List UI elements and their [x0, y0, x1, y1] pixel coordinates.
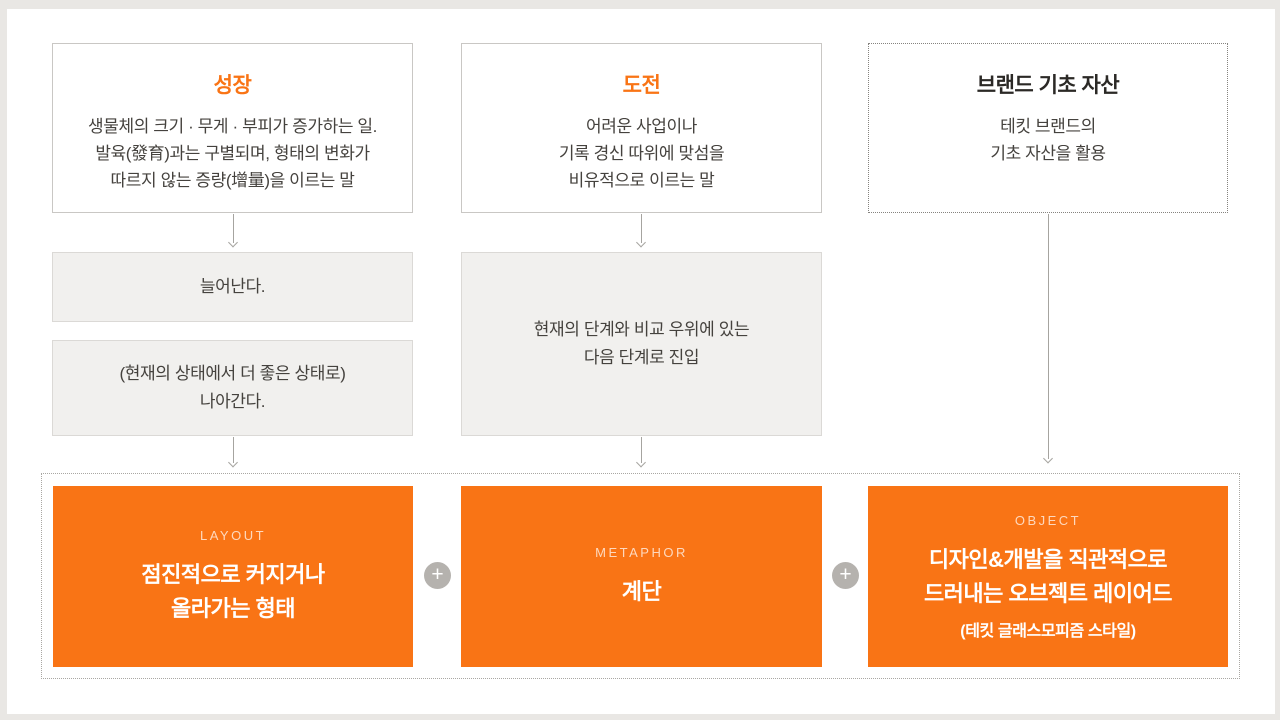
definition-body-challenge: 어려운 사업이나 기록 경신 따위에 맞섬을 비유적으로 이르는 말	[558, 117, 725, 190]
result-box-object: OBJECT 디자인&개발을 직관적으로 드러내는 오브젝트 레이어드 (테킷 …	[868, 486, 1228, 667]
plus-connector-icon: +	[832, 562, 859, 589]
result-note-object: (테킷 글래스모피즘 스타일)	[960, 622, 1136, 640]
page-background: 성장 생물체의 크기 · 무게 · 부피가 증가하는 일. 발육(發育)과는 구…	[7, 9, 1275, 714]
result-box-layout: LAYOUT 점진적으로 커지거나 올라가는 형태	[53, 486, 413, 667]
plus-connector-icon: +	[424, 562, 451, 589]
definition-box-brand-assets: 브랜드 기초 자산 테킷 브랜드의 기초 자산을 활용	[868, 43, 1228, 213]
flow-arrow-down-icon	[1042, 214, 1054, 464]
result-text-layout: 점진적으로 커지거나 올라가는 형태	[141, 561, 325, 621]
result-text-metaphor: 계단	[621, 578, 662, 604]
definition-title-growth: 성장	[213, 74, 252, 97]
result-box-metaphor: METAPHOR 계단	[461, 486, 822, 667]
derived-box-increase: 늘어난다.	[52, 252, 413, 322]
derived-box-next-stage: 현재의 단계와 비교 우위에 있는 다음 단계로 진입	[461, 252, 822, 436]
derived-box-advance: (현재의 상태에서 더 좋은 상태로) 나아간다.	[52, 340, 413, 436]
flow-arrow-down-icon	[227, 214, 239, 248]
result-text-object: 디자인&개발을 직관적으로 드러내는 오브젝트 레이어드	[923, 546, 1173, 606]
definition-box-growth: 성장 생물체의 크기 · 무게 · 부피가 증가하는 일. 발육(發育)과는 구…	[52, 43, 413, 213]
result-group-container	[41, 473, 1240, 679]
result-label-metaphor: METAPHOR	[595, 544, 688, 560]
definition-body-growth: 생물체의 크기 · 무게 · 부피가 증가하는 일. 발육(發育)과는 구별되며…	[88, 117, 377, 190]
flow-arrow-down-icon	[635, 214, 647, 248]
definition-title-challenge: 도전	[622, 74, 661, 97]
definition-title-brand-assets: 브랜드 기초 자산	[976, 74, 1120, 97]
definition-box-challenge: 도전 어려운 사업이나 기록 경신 따위에 맞섬을 비유적으로 이르는 말	[461, 43, 822, 213]
definition-body-brand-assets: 테킷 브랜드의 기초 자산을 활용	[990, 117, 1106, 163]
result-label-object: OBJECT	[1014, 512, 1082, 528]
flow-arrow-down-icon	[635, 437, 647, 468]
flow-arrow-down-icon	[227, 437, 239, 468]
result-label-layout: LAYOUT	[199, 527, 267, 543]
